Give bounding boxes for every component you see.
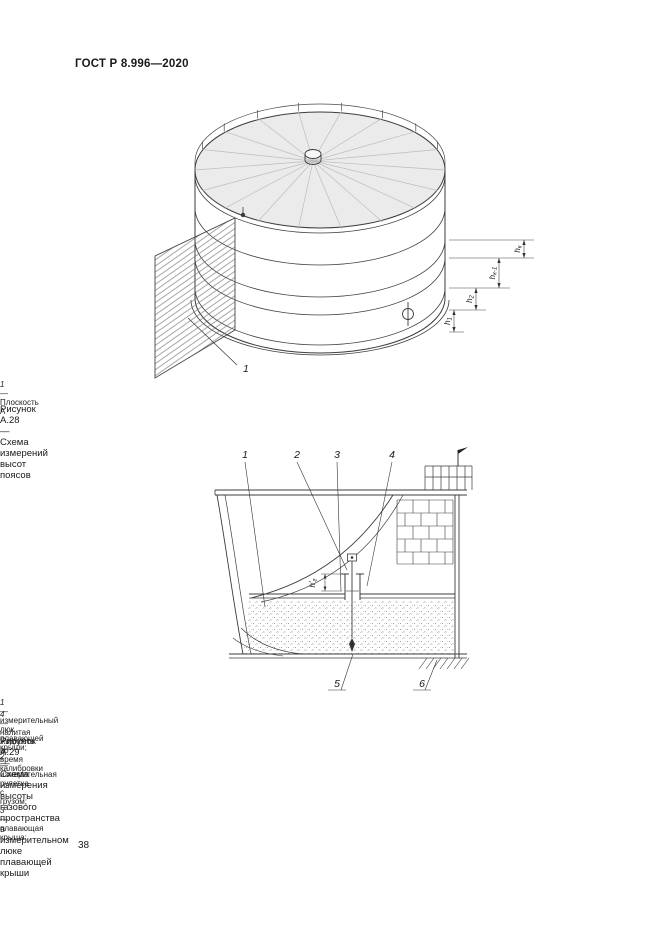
datum-flag-icon (457, 447, 468, 466)
shell-fitting (402, 302, 414, 326)
legend-a29-num-2: 2 (0, 752, 5, 761)
callout-6: 6 (419, 678, 425, 690)
legend-a29-num-3: 3 (0, 806, 5, 815)
page-number: 38 (78, 840, 90, 851)
legend-a28-text: — Плоскость А (0, 389, 39, 416)
dim-label-hg: h′г (308, 579, 319, 588)
measuring-hatch (341, 573, 364, 600)
legend-a28-number: 1 (0, 380, 5, 389)
gas-space-dimension (321, 573, 342, 592)
tank-roof (194, 110, 446, 230)
callout-3: 3 (334, 449, 340, 461)
belt-height-dimensions (449, 239, 534, 333)
platform-railing (424, 465, 473, 490)
plane-a: 1 (154, 217, 249, 379)
legend-a29-text-3: — плавающая крыша; (0, 815, 44, 842)
callout-numbers: 1 2 3 4 5 6 (242, 449, 425, 690)
dim-label-hk: hк (513, 244, 524, 252)
legend-a29-num-1: 1 (0, 698, 5, 707)
ground-hatch (418, 657, 470, 670)
legend-a29-text-4: — налитая жидкость во время калибровки (0, 719, 43, 773)
figure-a29-drawing: h′г 1 2 3 4 5 6 (214, 447, 473, 691)
dim-label-hk-1: hк-1 (488, 267, 499, 280)
roof-radial-seams (194, 110, 446, 230)
callout-4: 4 (389, 449, 395, 461)
tape-weight (349, 638, 355, 652)
tank-railing (194, 102, 446, 170)
roof-center-hatch (304, 149, 322, 165)
callout-5: 5 (334, 678, 340, 690)
dimension-arrows (452, 240, 526, 332)
callout-leaders (244, 461, 438, 691)
document-header: ГОСТ Р 8.996—2020 (75, 58, 189, 70)
plane-callout-label: 1 (243, 363, 249, 375)
dimension-labels: hк hк-1 h2 h1 (443, 244, 524, 325)
tank-bottom (229, 627, 470, 670)
legend-a29-num-4: 4 (0, 710, 5, 719)
measuring-tape (347, 553, 357, 652)
callout-2: 2 (293, 449, 300, 461)
dim-label-h1: h1 (443, 317, 454, 325)
legend-a29-text-1: — измерительный люк плавающей крыши; (0, 707, 59, 752)
masonry-block (396, 499, 454, 565)
dim-label-h2: h2 (465, 294, 476, 302)
figure-a28-drawing: 1 hк hк-1 h2 h1 (154, 102, 534, 379)
callout-1: 1 (242, 449, 248, 461)
legend-a29-text-2: — измерительная рулетка с грузом; (0, 761, 57, 806)
liquid-region (243, 600, 455, 654)
roof-fitting (240, 207, 246, 218)
floating-roof-deck (249, 593, 455, 599)
tank-section-structure (214, 489, 467, 658)
